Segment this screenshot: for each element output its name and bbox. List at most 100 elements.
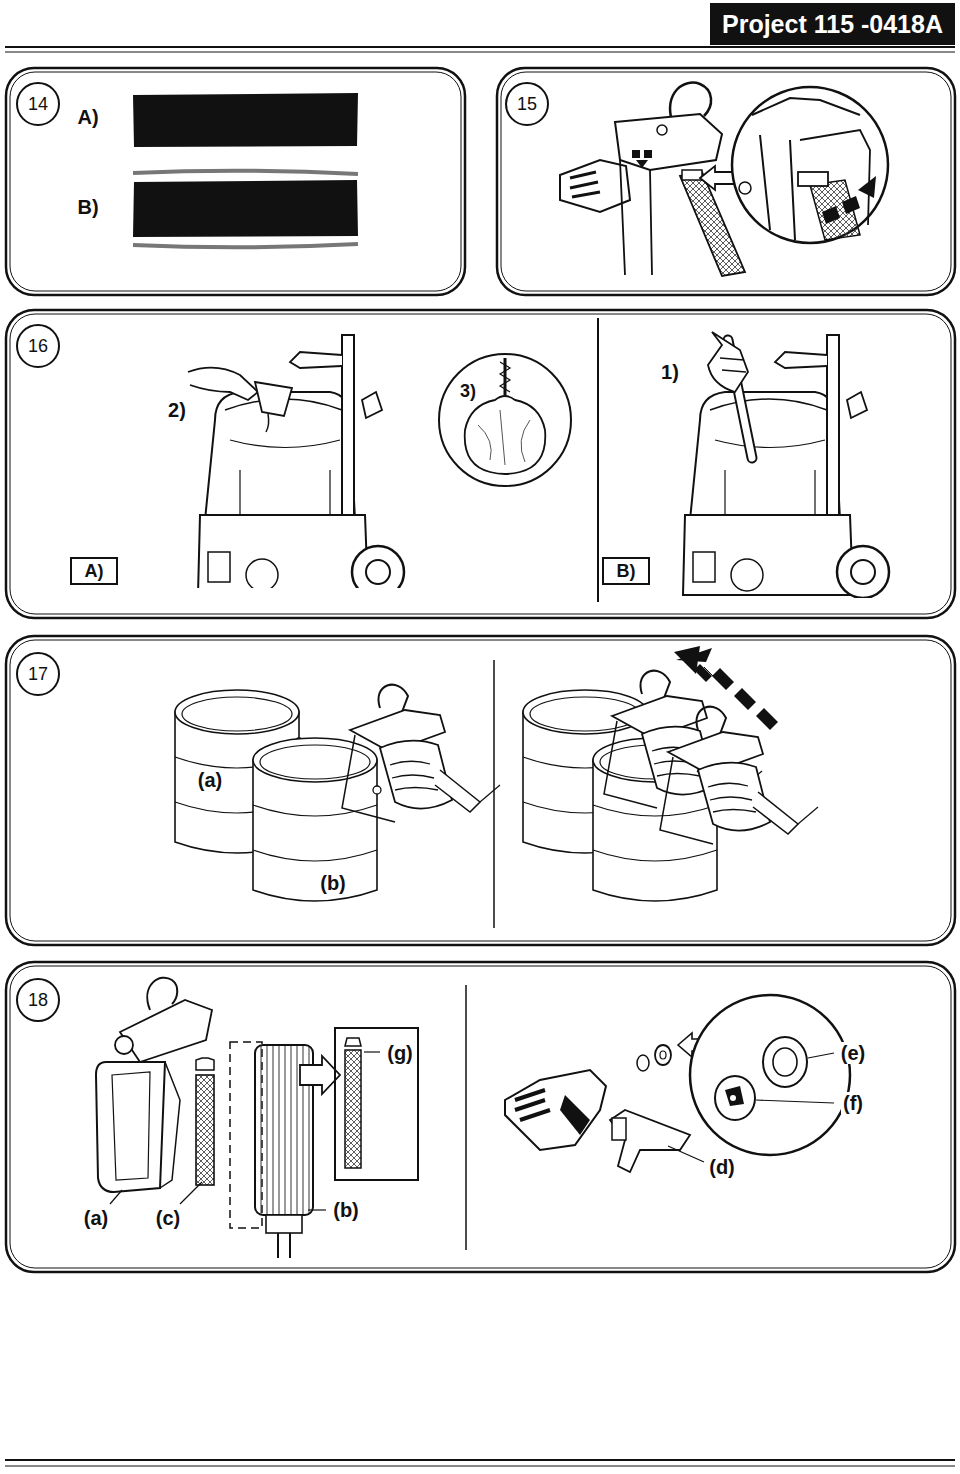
callout-label: (b) [331,1199,361,1221]
step-number: 18 [28,990,48,1011]
parts-illustration [335,1028,418,1180]
panel-frame [6,68,465,295]
gun-illustration [752,98,860,240]
sample-band [133,244,358,247]
step-label: B) [617,561,636,582]
rule-line [5,47,955,1466]
bag-illustration [500,362,510,392]
leader-line [668,1146,704,1162]
bucket-illustration [712,668,778,730]
gun-illustration [560,83,888,276]
gun-illustration [636,160,648,168]
parts-illustration [278,1233,290,1258]
leader-line [756,1100,834,1103]
parts-illustration [515,1090,550,1120]
leader-line [808,1053,834,1058]
step-number: 16 [28,336,48,357]
parts-illustration [266,1215,302,1233]
panel-frame [6,636,955,945]
step-box: A) [70,557,118,585]
step-number: 14 [28,94,48,115]
rule-line [5,1466,955,1467]
step-box: B) [602,557,650,585]
step-number: 15 [517,94,537,115]
panel-frame [6,310,955,618]
step-label: A) [85,561,104,582]
panel-frame [10,966,951,1268]
callout-label: A) [75,106,100,128]
bag-illustration [478,410,530,465]
bag-illustration [465,396,546,474]
step-circle: 16 [16,324,60,368]
sprayer-illustration [188,318,889,602]
parts-illustration [715,1076,755,1120]
leader-line [110,1052,834,1210]
parts-illustration [655,1045,671,1065]
parts-illustration [730,1095,736,1101]
callout-label: B) [75,196,100,218]
sprayer-illustration [708,332,748,392]
callout-label: (e) [839,1042,867,1064]
sprayer-illustration [188,368,258,400]
gun-illustration [810,180,860,240]
step-circle: 17 [16,652,60,696]
bucket-illustration [674,646,700,674]
parts-illustration [612,1118,626,1140]
callout-label: (d) [707,1156,737,1178]
parts-illustration [345,1038,361,1046]
leader-line [180,1182,202,1204]
bucket-illustration [175,646,818,928]
gun-illustration [682,170,702,180]
gun-illustration [798,172,828,186]
sample-band [133,180,358,237]
parts-illustration [96,1062,165,1192]
parts-illustration [160,1062,180,1188]
title-text: Project 115 -0418A [722,10,943,39]
bucket-illustration [253,738,381,901]
parts-illustration [120,1000,212,1062]
gun-illustration [657,125,667,135]
callout-label: (f) [841,1092,865,1114]
gun-illustration [739,182,751,194]
panel-frame [501,72,951,291]
parts-illustration [196,1075,214,1185]
parts-illustration [465,985,467,1250]
rule-line [5,46,955,48]
sample-band [133,93,358,247]
step-circle: 15 [505,82,549,126]
rule-line [5,1459,955,1461]
gun-illustration [570,172,600,197]
gun-illustration [632,150,652,158]
leader-line [308,1209,326,1210]
gun-illustration [858,176,876,198]
step-circle: 18 [16,978,60,1022]
parts-illustration [196,1058,214,1070]
parts-illustration [773,1048,797,1076]
title-bar: Project 115 -0418A [710,3,955,45]
bucket-illustration [342,685,500,822]
panel-frame [10,314,951,614]
panel-frame [10,640,951,941]
callout-label: (a) [82,1207,110,1229]
sprayer-illustration [266,414,269,432]
sprayer-illustration [597,318,599,602]
panel-frame [10,72,461,291]
parts-illustration [96,978,850,1258]
bucket-illustration [493,660,495,928]
parts-illustration [560,1095,590,1135]
rule-line [5,52,955,53]
parts-illustration [610,1110,690,1172]
gun-illustration [732,87,888,243]
callout-label: (g) [385,1042,415,1064]
step-circle: 14 [16,82,60,126]
parts-illustration [660,1051,666,1059]
panel-frame [6,962,955,1272]
parts-illustration [690,995,850,1155]
parts-illustration [505,1070,606,1150]
parts-illustration [637,1055,649,1071]
callout-label: (a) [196,769,224,791]
panel-frame [6,68,955,1272]
parts-illustration [112,1072,150,1180]
bucket-illustration [660,707,818,844]
